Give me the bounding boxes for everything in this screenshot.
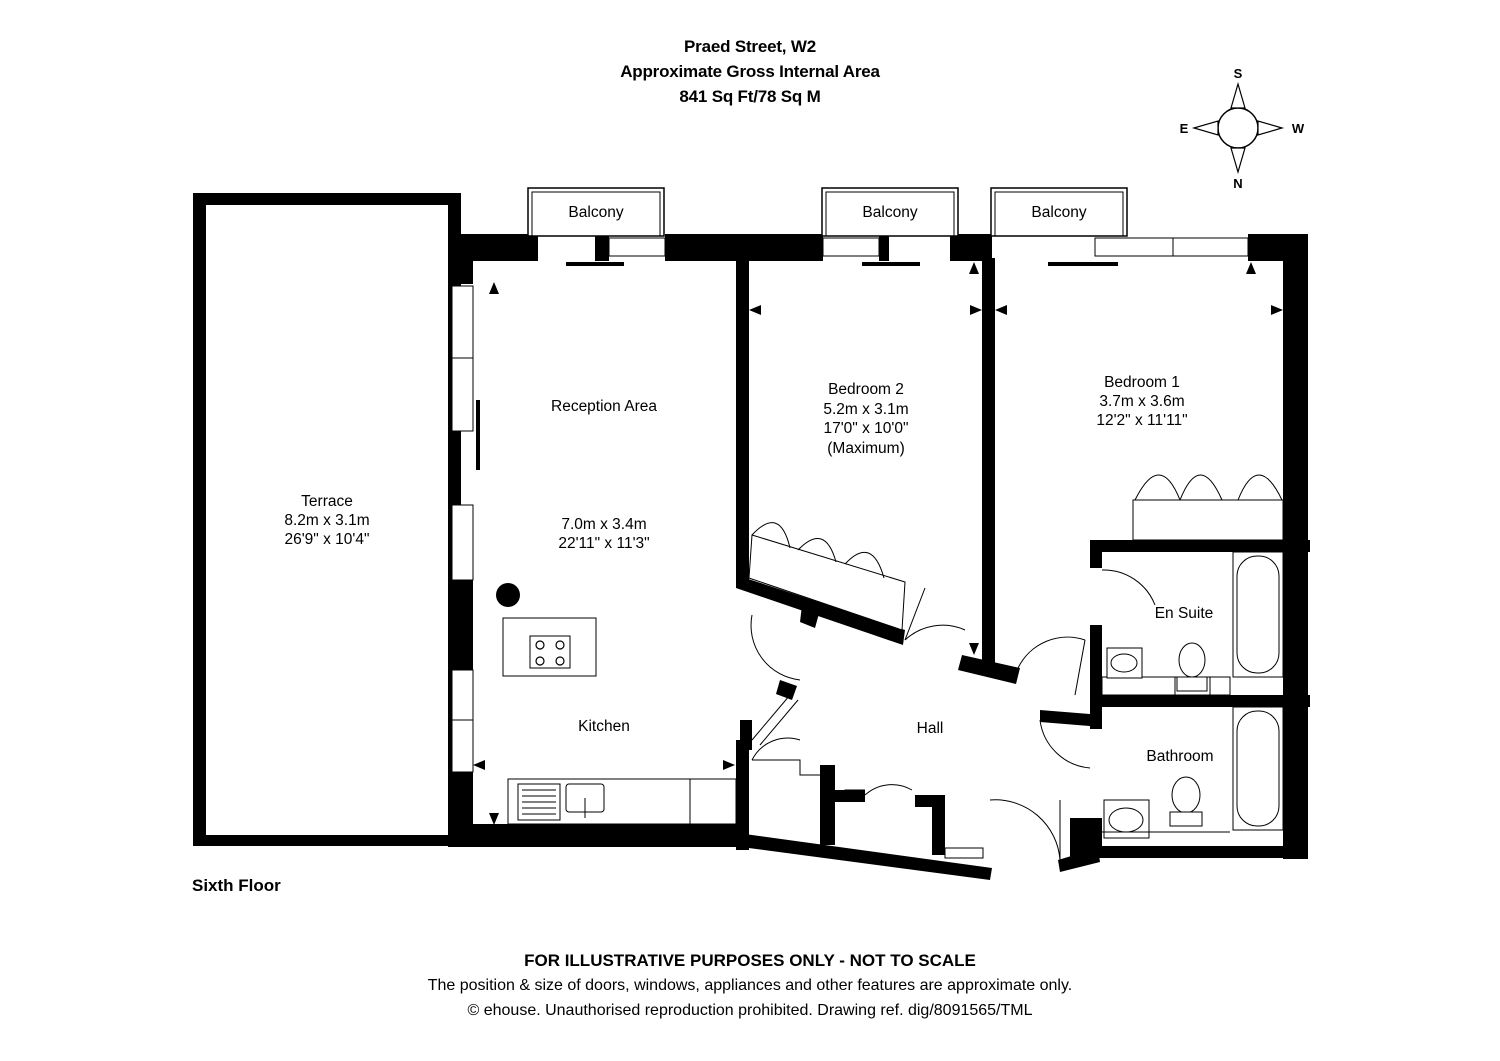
approximation-note: The position & size of doors, windows, a… — [427, 977, 1073, 994]
disclaimer-text: FOR ILLUSTRATIVE PURPOSES ONLY - NOT TO … — [524, 951, 976, 970]
bedroom2-name: Bedroom 2 — [828, 381, 904, 398]
hall-name: Hall — [917, 720, 944, 737]
balcony-right: Balcony — [990, 187, 1128, 237]
dimension-arrows — [473, 262, 1283, 825]
kitchen-worktop — [507, 778, 737, 825]
compass-icon: S N E W — [1180, 66, 1305, 191]
hall-cupboards — [752, 759, 984, 859]
door-swings — [750, 569, 1156, 861]
bathroom-name: Bathroom — [1146, 748, 1213, 765]
bedroom1-name: Bedroom 1 — [1104, 374, 1180, 391]
ensuite-name: En Suite — [1155, 605, 1214, 622]
wardrobe-bedroom1 — [1132, 474, 1284, 541]
copyright-text: © ehouse. Unauthorised reproduction proh… — [467, 1002, 1033, 1019]
column-icon — [496, 583, 520, 607]
reception-metric: 7.0m x 3.4m — [561, 516, 646, 533]
terrace-imperial: 26'9" x 10'4" — [284, 531, 369, 548]
balcony-middle-label: Balcony — [862, 204, 917, 221]
toilet-icon — [1178, 642, 1206, 678]
ensuite-fixtures — [1101, 551, 1284, 696]
compass-south: S — [1234, 66, 1243, 81]
reception-imperial: 22'11" x 11'3" — [558, 535, 649, 552]
toilet-icon-2 — [1171, 776, 1201, 814]
floor-label: Sixth Floor — [192, 876, 281, 895]
compass-east: E — [1180, 121, 1189, 136]
area-value: 841 Sq Ft/78 Sq M — [679, 87, 821, 106]
bathroom-fixtures — [1102, 706, 1284, 839]
bedroom2-note: (Maximum) — [827, 440, 905, 457]
terrace-metric: 8.2m x 3.1m — [284, 512, 369, 529]
windows — [451, 237, 1249, 773]
room-labels: Terrace 8.2m x 3.1m 26'9" x 10'4" Recept… — [284, 374, 1213, 765]
drainer-icon — [522, 789, 556, 815]
plan-header: Praed Street, W2 Approximate Gross Inter… — [0, 34, 1500, 109]
bedroom1-metric: 3.7m x 3.6m — [1099, 393, 1184, 410]
exterior-walls — [448, 234, 1310, 859]
compass-west: W — [1292, 121, 1305, 136]
balcony-left: Balcony — [527, 187, 665, 237]
sliding-doors — [476, 262, 1118, 470]
kitchen-island — [502, 617, 597, 677]
bedroom2-imperial: 17'0" x 10'0" — [823, 420, 908, 437]
terrace — [193, 193, 461, 846]
balcony-left-label: Balcony — [568, 204, 623, 221]
plan-footer: FOR ILLUSTRATIVE PURPOSES ONLY - NOT TO … — [0, 948, 1500, 1023]
area-caption: Approximate Gross Internal Area — [620, 62, 880, 81]
reception-name: Reception Area — [551, 398, 657, 415]
property-address: Praed Street, W2 — [684, 37, 816, 56]
balcony-right-label: Balcony — [1031, 204, 1086, 221]
balcony-middle: Balcony — [821, 187, 959, 237]
angled-walls — [726, 575, 1102, 880]
compass-north: N — [1233, 176, 1242, 191]
wardrobe-bedroom2 — [748, 522, 906, 631]
hob-icon — [535, 640, 565, 666]
bedroom2-metric: 5.2m x 3.1m — [823, 401, 908, 418]
kitchen-name: Kitchen — [578, 718, 630, 735]
terrace-name: Terrace — [301, 493, 353, 510]
bedroom1-imperial: 12'2" x 11'11" — [1096, 412, 1187, 429]
